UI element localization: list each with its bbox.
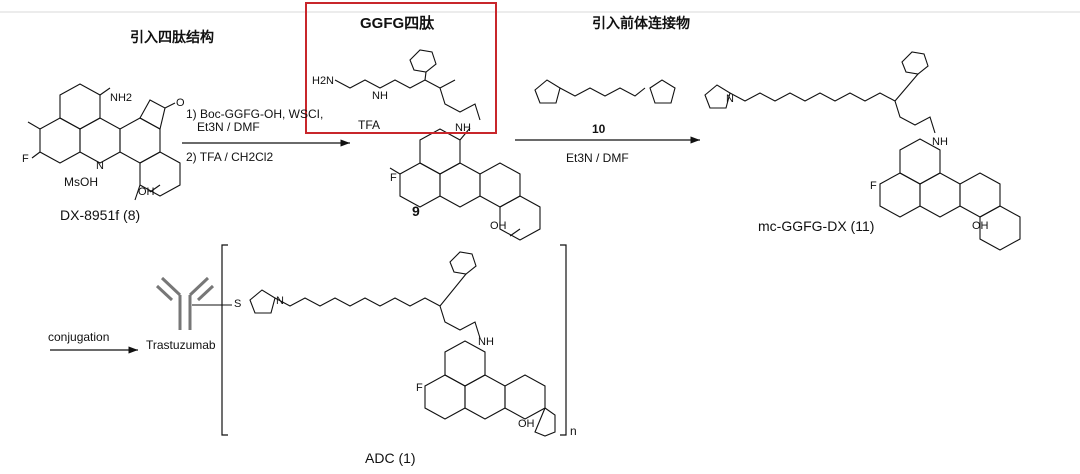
atom-f-c9: F	[390, 172, 397, 184]
atom-nh-c11: NH	[932, 136, 948, 148]
adc-linker-payload-structure	[249, 251, 556, 437]
compound-8-name: DX-8951f (8)	[60, 207, 141, 223]
atom-oh-c9: OH	[490, 220, 507, 232]
antibody-icon	[155, 276, 215, 330]
reagent-step1-line1: 1) Boc-GGFG-OH, WSCI,	[186, 107, 324, 121]
atom-oh-c8: OH	[138, 186, 155, 198]
adc-bracket-left	[221, 244, 228, 436]
atom-n-c11: N	[726, 93, 734, 105]
compound-11-structure	[704, 51, 1021, 251]
compound-11-name: mc-GGFG-DX (11)	[758, 218, 875, 234]
repeat-unit-n: n	[570, 424, 577, 438]
salt-msoh-label: MsOH	[64, 175, 98, 189]
compound-8-structure	[27, 83, 181, 201]
reagent-10-number: 10	[592, 122, 606, 136]
atom-s-adc: S	[234, 298, 242, 310]
atom-n-adc: N	[276, 295, 284, 307]
heading-linker-intro: 引入前体连接物	[592, 15, 690, 31]
antibody-label: Trastuzumab	[146, 338, 216, 352]
atom-nh-c9-a: NH	[372, 90, 388, 102]
atom-h2n-c9: H2N	[312, 75, 335, 87]
atom-f-adc: F	[416, 382, 423, 394]
atom-o-c8: O	[176, 97, 185, 109]
reagent-step3: Et3N / DMF	[566, 151, 629, 165]
atom-oh-c11: OH	[972, 220, 989, 232]
atom-n-c8: N	[96, 160, 104, 172]
reagent-step1-line2: Et3N / DMF	[197, 120, 260, 134]
conjugation-label: conjugation	[48, 330, 110, 344]
adc-name: ADC (1)	[365, 450, 416, 466]
compound-9-structure	[334, 49, 541, 241]
compound-9-name: 9	[412, 203, 420, 219]
reagent-step2: 2) TFA / CH2Cl2	[186, 150, 274, 164]
heading-ggfg-tetrapeptide: GGFG四肽	[360, 15, 435, 32]
atom-oh-adc: OH	[518, 418, 535, 430]
ggfg-highlight-box	[305, 2, 497, 134]
atom-f-c11: F	[870, 180, 877, 192]
tfa-salt-label: TFA	[358, 118, 381, 132]
atom-f-c8: F	[22, 153, 29, 165]
atom-nh2-c8: NH2	[110, 92, 133, 104]
reagent-10-structure	[534, 79, 676, 104]
atom-nh-adc: NH	[478, 336, 494, 348]
heading-tetrapeptide-intro: 引入四肽结构	[130, 29, 214, 45]
atom-nh-c9-b: NH	[455, 122, 471, 134]
adc-bracket-right	[560, 244, 567, 436]
